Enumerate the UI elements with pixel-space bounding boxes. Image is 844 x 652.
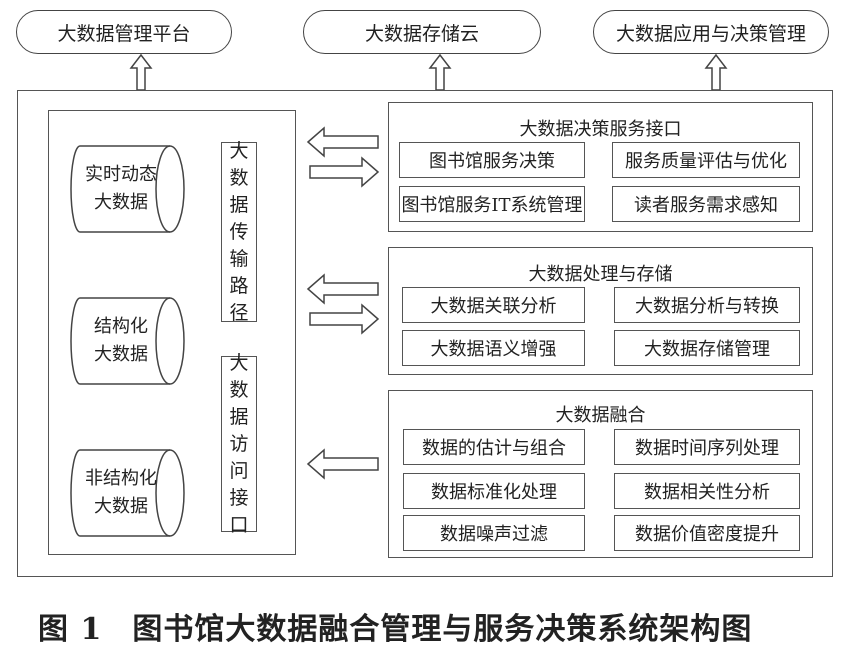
section-title: 大数据融合 [555,405,646,426]
item-analysis-conversion: 大数据分析与转换 [614,287,800,323]
transmission-path-label: 大数据传输路径 [221,140,257,324]
item-library-it-management: 图书馆服务IT系统管理 [399,186,585,222]
item-correlation-analysis: 数据相关性分析 [614,473,800,509]
cylinder-label: 结构化 大数据 [94,316,148,365]
section-title: 大数据处理与存储 [528,264,673,285]
horizontal-arrows [306,126,380,480]
item-library-service-decision: 图书馆服务决策 [399,142,585,178]
figure-label: 图 1 [38,612,103,647]
figure-caption: 图 1 图书馆大数据融合管理与服务决策系统架构图 [38,604,818,648]
item-service-quality-evaluation: 服务质量评估与优化 [612,142,800,178]
cylinder-label: 非结构化 大数据 [85,468,157,517]
item-reader-demand-sensing: 读者服务需求感知 [612,186,800,222]
item-estimation-combination: 数据的估计与组合 [403,429,585,465]
cylinder-label: 实时动态 大数据 [85,164,157,213]
top-box-application-decision: 大数据应用与决策管理 [593,10,829,54]
item-standardization: 数据标准化处理 [403,473,585,509]
cylinder-realtime-data: 实时动态 大数据 [70,144,190,234]
right-arrow-processing [309,303,380,335]
cylinder-shape [70,449,185,537]
item-noise-filtering: 数据噪声过滤 [403,515,585,551]
figure-title: 图书馆大数据融合管理与服务决策系统架构图 [132,612,753,647]
cylinder-unstructured-data: 非结构化 大数据 [70,448,190,538]
item-storage-management: 大数据存储管理 [614,330,800,366]
item-association-analysis: 大数据关联分析 [402,287,585,323]
access-interface-label: 大数据访问接口 [221,352,257,536]
top-box-storage-cloud: 大数据存储云 [303,10,541,54]
left-arrow-decision [306,126,379,158]
item-value-density: 数据价值密度提升 [614,515,800,551]
left-arrow-fusion [306,448,379,480]
left-arrow-processing [306,273,379,305]
top-box-management-platform: 大数据管理平台 [16,10,232,54]
item-time-series: 数据时间序列处理 [614,429,800,465]
cylinder-structured-data: 结构化 大数据 [70,296,190,386]
cylinder-shape [70,297,185,385]
section-title: 大数据决策服务接口 [519,119,682,140]
right-arrow-decision [309,156,380,188]
item-semantic-enhancement: 大数据语义增强 [402,330,585,366]
cylinder-shape [70,145,185,233]
